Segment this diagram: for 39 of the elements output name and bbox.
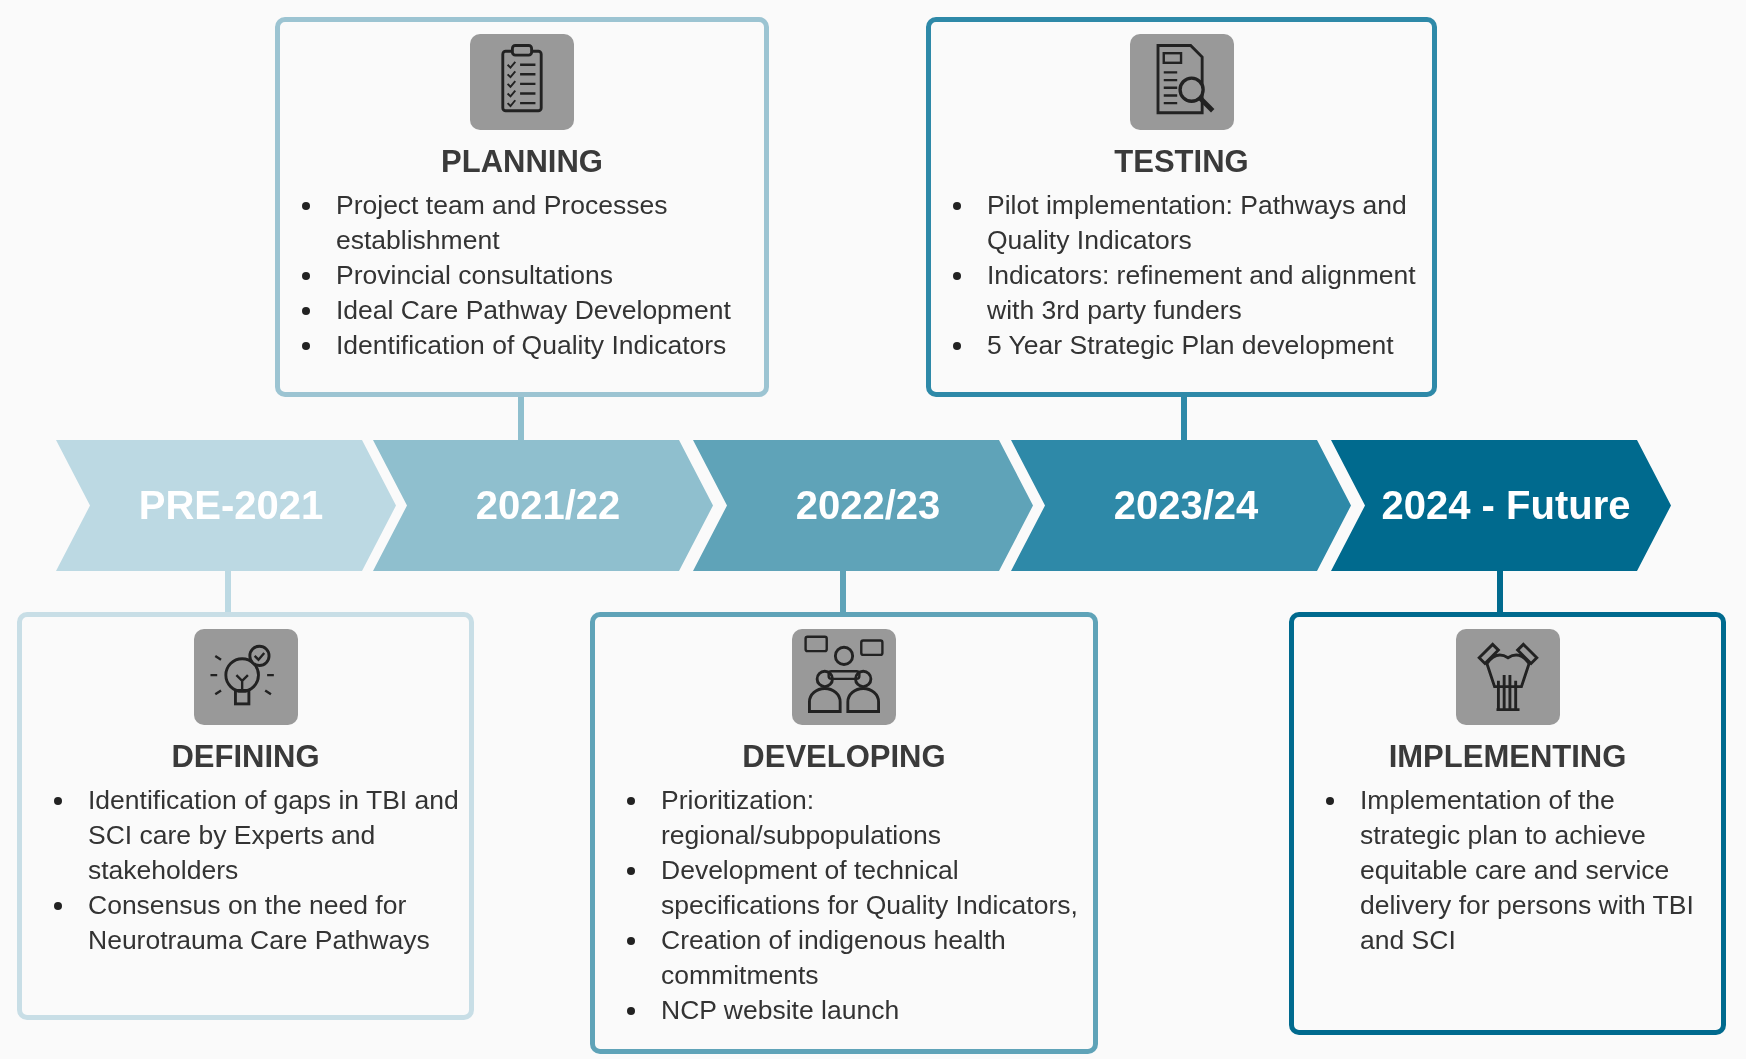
connector-line bbox=[1181, 397, 1187, 440]
bullet-text: 5 Year Strategic Plan development bbox=[981, 328, 1424, 363]
bullet-text: Prioritization: regional/subpopulations bbox=[655, 783, 1085, 853]
bullet-text: Development of technical specifications for Quality Indicators, bbox=[655, 853, 1085, 923]
bullet-text: Creation of indigenous health commitments bbox=[655, 923, 1085, 993]
stage-heading: IMPLEMENTING bbox=[1387, 739, 1628, 775]
year-banner bbox=[373, 440, 713, 571]
connector-line bbox=[1497, 571, 1503, 612]
stage-heading: TESTING bbox=[1113, 144, 1250, 180]
year-banner bbox=[693, 440, 1033, 571]
stage-card bbox=[275, 17, 769, 397]
year-label: 2024 - Future bbox=[1380, 483, 1631, 528]
stage-card bbox=[590, 612, 1098, 1054]
year-label: 2023/24 bbox=[1112, 483, 1259, 528]
stage-card bbox=[17, 612, 474, 1020]
stage-heading: DEVELOPING bbox=[741, 739, 947, 775]
bullet-text: Implementation of the strategic plan to achieve equitable care and service delivery for persons with TBI and SCI bbox=[1354, 783, 1713, 958]
bullet-text: Project team and Processes establishment bbox=[330, 188, 756, 258]
bullet-text: Pilot implementation: Pathways and Quality Indicators bbox=[981, 188, 1424, 258]
bullet-text: Ideal Care Pathway Development bbox=[330, 293, 756, 328]
connector-line bbox=[840, 571, 846, 612]
bullet-text: NCP website launch bbox=[655, 993, 1085, 1028]
year-label: 2021/22 bbox=[474, 483, 621, 528]
bullet-text: Provincial consultations bbox=[330, 258, 756, 293]
year-label: 2022/23 bbox=[794, 483, 941, 528]
bullet-text: Identification of Quality Indicators bbox=[330, 328, 756, 363]
connector-line bbox=[225, 571, 231, 612]
year-label: PRE-2021 bbox=[137, 483, 324, 528]
bullet-text: Consensus on the need for Neurotrauma Care Pathways bbox=[82, 888, 461, 958]
year-banner bbox=[1331, 440, 1671, 571]
stage-heading: DEFINING bbox=[170, 739, 321, 775]
connector-line bbox=[518, 397, 524, 440]
stage-card bbox=[1289, 612, 1726, 1035]
year-banner bbox=[1011, 440, 1351, 571]
stage-heading: PLANNING bbox=[440, 144, 604, 180]
year-banner bbox=[56, 440, 396, 571]
bullet-text: Indicators: refinement and alignment with 3rd party funders bbox=[981, 258, 1424, 328]
bullet-text: Identification of gaps in TBI and SCI care by Experts and stakeholders bbox=[82, 783, 461, 888]
stage-card bbox=[926, 17, 1437, 397]
